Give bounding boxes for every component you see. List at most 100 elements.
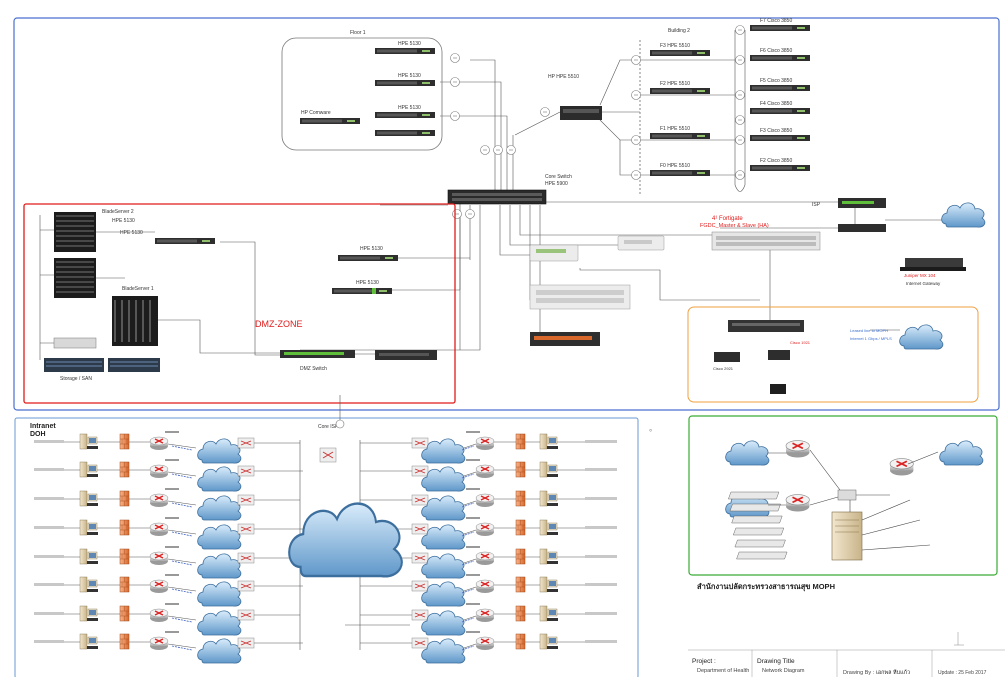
dmz-links — [39, 215, 375, 360]
firewall-icon — [515, 461, 526, 478]
site-link — [64, 556, 300, 564]
desktop-pc-icon — [539, 433, 559, 450]
core-network-frame — [13, 17, 1000, 411]
router-icon — [475, 608, 495, 623]
cloud-icon — [197, 495, 242, 521]
wan-switch-icon — [411, 494, 429, 506]
firewall-icon — [119, 548, 130, 565]
router-label-placeholder — [165, 574, 179, 576]
desktop-pc-icon — [539, 605, 559, 622]
desktop-pc-icon — [539, 490, 559, 507]
firewall-icon — [119, 576, 130, 593]
svg-text:F5 Cisco 3850: F5 Cisco 3850 — [760, 78, 792, 84]
site-label-placeholder — [585, 468, 617, 471]
router-icon — [475, 493, 495, 508]
wan-switch-icon — [237, 552, 255, 564]
wan-switch-icon — [411, 609, 429, 621]
router-label-placeholder — [466, 603, 480, 605]
site-link-wan — [171, 617, 193, 623]
moph-label: สำนักงานปลัดกระทรวงสาธารณสุข MOPH — [697, 582, 835, 591]
site-link — [64, 498, 300, 506]
cloud-icon — [197, 438, 242, 464]
router-icon — [475, 522, 495, 537]
router-label-placeholder — [466, 546, 480, 548]
site-link — [64, 613, 300, 621]
firewall-icon — [515, 605, 526, 622]
site-link — [64, 527, 303, 535]
router-label-placeholder — [165, 459, 179, 461]
site-link-wan — [461, 531, 475, 537]
building-1-label: Floor 1 — [350, 30, 366, 36]
cloud-icon — [197, 553, 242, 579]
router-icon — [475, 579, 495, 594]
wan-zone-frame — [687, 306, 979, 403]
site-label-placeholder — [585, 497, 617, 500]
desktop-pc-icon — [79, 605, 99, 622]
svg-text:HPE 5130: HPE 5130 — [112, 218, 135, 224]
wan-switch-icon — [411, 465, 429, 477]
svg-text:Cisco 2921: Cisco 2921 — [713, 366, 734, 371]
building-1-zone — [281, 37, 443, 151]
svg-text:HPE 5130: HPE 5130 — [120, 230, 143, 236]
cloud-icon — [197, 524, 242, 550]
site-link-wan — [171, 445, 193, 451]
distribution-switch: HP HPE 5510 — [548, 74, 602, 120]
router-icon — [149, 579, 169, 594]
site-link-wan — [171, 645, 193, 651]
fortigate-label: 4¹ Fortigate FGDC_Master & Slave (HA) — [700, 216, 769, 229]
site-link — [64, 441, 300, 449]
svg-text:BladeServer 2: BladeServer 2 — [102, 209, 134, 215]
desktop-pc-icon — [539, 548, 559, 565]
edge-routers: ISP Juniper MX 104 Internet Gateway — [812, 198, 966, 286]
svg-text:F6 Cisco 3850: F6 Cisco 3850 — [760, 48, 792, 54]
wan-switch-icon — [411, 523, 429, 535]
building-1-labels: HPE 5130 HPE 5130 HPE 5130 HP Comware — [301, 41, 421, 116]
router-icon — [149, 436, 169, 451]
wan-switch-icon — [237, 494, 255, 506]
site-link — [360, 498, 585, 506]
site-label-placeholder — [34, 640, 64, 643]
site-link — [64, 641, 303, 649]
svg-text:HPE 5900: HPE 5900 — [545, 181, 568, 187]
firewall-icon — [515, 548, 526, 565]
svg-text:HP Comware: HP Comware — [301, 110, 331, 116]
desktop-pc-icon — [79, 461, 99, 478]
svg-text:HP HPE 5510: HP HPE 5510 — [548, 74, 579, 80]
drawing-by-value: เอกพล หีบแก้ว — [876, 669, 910, 676]
desktop-pc-icon — [539, 576, 559, 593]
wan-switch-icon — [411, 580, 429, 592]
site-label-placeholder — [34, 612, 64, 615]
router-label-placeholder — [466, 574, 480, 576]
svg-text:HPE 5130: HPE 5130 — [398, 73, 421, 79]
wan-switch-icon — [237, 609, 255, 621]
dmz-switches: HPE 5130 DMZ Switch — [120, 230, 437, 372]
wan-switch-icon — [237, 580, 255, 592]
svg-text:Storage / SAN: Storage / SAN — [60, 376, 92, 382]
desktop-pc-icon — [539, 519, 559, 536]
wan-switch-icon — [237, 637, 255, 649]
site-label-placeholder — [34, 440, 64, 443]
site-link — [64, 584, 303, 592]
router-icon — [475, 464, 495, 479]
site-label-placeholder — [585, 526, 617, 529]
stray-mark: ° — [649, 428, 652, 437]
svg-text:ISP: ISP — [812, 202, 821, 208]
update-label: Update : 25 Feb 2017 — [938, 670, 987, 676]
site-label-placeholder — [585, 640, 617, 643]
wan-switch-icon — [237, 437, 255, 449]
drawing-title-label: Drawing Title — [757, 658, 795, 665]
router-label-placeholder — [165, 546, 179, 548]
firewall-icon — [515, 519, 526, 536]
desktop-pc-icon — [79, 576, 99, 593]
dmz-servers: BladeServer 2 HPE 5130 BladeServer 1 Sto… — [44, 209, 160, 382]
firewall-icon — [119, 433, 130, 450]
firewall-icon — [119, 633, 130, 650]
desktop-pc-icon — [539, 461, 559, 478]
building-1-hubs — [450, 53, 460, 121]
intranet-right-sites — [360, 431, 617, 664]
router-label-placeholder — [466, 517, 480, 519]
central-mpls-cloud — [288, 502, 404, 578]
router-label-placeholder — [466, 488, 480, 490]
site-link-wan — [461, 617, 475, 623]
router-icon — [149, 608, 169, 623]
